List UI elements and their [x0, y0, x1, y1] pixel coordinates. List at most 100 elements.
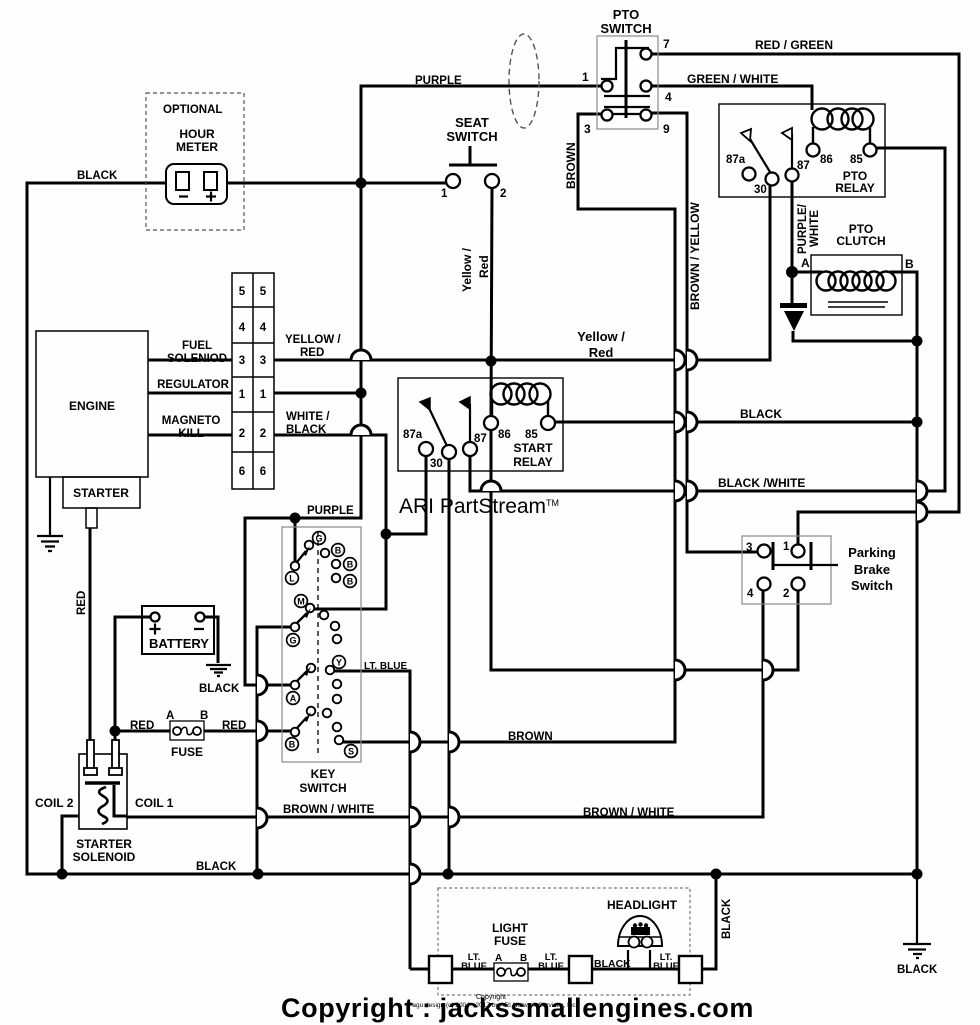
svg-text:2: 2 — [239, 428, 245, 440]
svg-text:86: 86 — [498, 429, 511, 441]
svg-text:FUEL: FUEL — [182, 340, 212, 352]
svg-text:BROWN / YELLOW: BROWN / YELLOW — [688, 202, 702, 310]
svg-text:FUSE: FUSE — [494, 934, 526, 948]
svg-text:4: 4 — [260, 322, 267, 334]
svg-text:SWITCH: SWITCH — [600, 21, 651, 36]
svg-text:BATTERY: BATTERY — [149, 636, 209, 651]
svg-text:BLACK: BLACK — [196, 861, 237, 873]
svg-text:30: 30 — [430, 458, 443, 470]
svg-text:A: A — [495, 953, 502, 964]
svg-text:85: 85 — [850, 154, 863, 166]
svg-text:87: 87 — [797, 160, 810, 172]
svg-text:WHITE /: WHITE / — [286, 411, 330, 423]
svg-text:SEAT: SEAT — [455, 115, 489, 130]
svg-text:A: A — [801, 256, 810, 270]
svg-text:BLACK /WHITE: BLACK /WHITE — [718, 476, 805, 490]
svg-text:KILL: KILL — [178, 428, 204, 440]
svg-text:L: L — [289, 574, 295, 584]
svg-text:G: G — [289, 636, 296, 646]
svg-text:RED: RED — [76, 591, 88, 615]
svg-text:2: 2 — [783, 588, 789, 600]
svg-text:START: START — [513, 441, 553, 455]
svg-text:ENGINE: ENGINE — [69, 399, 115, 413]
svg-text:30: 30 — [754, 184, 767, 196]
svg-text:1: 1 — [260, 389, 267, 401]
svg-text:1: 1 — [441, 188, 448, 200]
svg-text:6: 6 — [239, 466, 245, 478]
svg-text:1: 1 — [582, 70, 589, 84]
svg-text:BROWN / WHITE: BROWN / WHITE — [283, 804, 375, 816]
svg-text:86: 86 — [820, 154, 833, 166]
svg-text:PTO: PTO — [613, 7, 640, 22]
svg-text:METER: METER — [176, 140, 218, 154]
svg-text:GREEN / WHITE: GREEN / WHITE — [687, 72, 778, 86]
svg-text:BLACK: BLACK — [897, 964, 938, 976]
svg-text:BROWN / WHITE: BROWN / WHITE — [583, 807, 675, 819]
svg-text:RED / GREEN: RED / GREEN — [755, 38, 833, 52]
svg-text:LIGHT: LIGHT — [492, 921, 529, 935]
svg-text:B: B — [200, 710, 208, 722]
svg-text:STARTER: STARTER — [73, 486, 129, 500]
svg-text:BLACK: BLACK — [740, 407, 782, 421]
svg-text:BLACK: BLACK — [199, 683, 240, 695]
svg-text:Copyright : jackssmallengines.: Copyright : jackssmallengines.com — [281, 993, 754, 1023]
svg-text:SWITCH: SWITCH — [446, 129, 497, 144]
svg-text:BLUE: BLUE — [538, 961, 564, 972]
svg-text:STARTER: STARTER — [76, 837, 132, 851]
svg-text:SOLENOID: SOLENOID — [73, 850, 136, 864]
svg-text:S: S — [348, 747, 354, 757]
svg-text:3: 3 — [260, 355, 266, 367]
svg-text:3: 3 — [239, 355, 245, 367]
svg-text:G: G — [315, 534, 322, 544]
svg-text:RED: RED — [130, 720, 154, 732]
svg-text:YELLOW /: YELLOW / — [285, 334, 341, 346]
svg-text:4: 4 — [239, 322, 246, 334]
svg-text:6: 6 — [260, 466, 266, 478]
svg-text:SWITCH: SWITCH — [299, 781, 346, 795]
svg-text:MAGNETO: MAGNETO — [162, 415, 221, 427]
svg-text:B: B — [347, 577, 354, 587]
svg-text:LT. BLUE: LT. BLUE — [364, 661, 407, 672]
svg-text:4: 4 — [747, 588, 754, 600]
svg-text:B: B — [335, 546, 342, 556]
svg-text:3: 3 — [584, 122, 591, 136]
svg-text:B: B — [289, 740, 296, 750]
svg-text:9: 9 — [663, 122, 670, 136]
svg-text:Yellow /: Yellow / — [577, 329, 625, 344]
svg-text:CLUTCH: CLUTCH — [836, 234, 885, 248]
svg-text:BLUE: BLUE — [461, 961, 487, 972]
svg-text:1: 1 — [239, 389, 246, 401]
svg-text:PURPLE: PURPLE — [307, 505, 354, 517]
svg-text:M: M — [297, 597, 305, 607]
svg-text:PURPLE/: PURPLE/ — [797, 203, 809, 254]
svg-text:A: A — [290, 694, 297, 704]
svg-text:2: 2 — [260, 428, 266, 440]
svg-text:7: 7 — [663, 37, 670, 51]
svg-text:BLACK: BLACK — [594, 958, 631, 970]
svg-text:BLACK: BLACK — [77, 170, 118, 182]
svg-text:LT.: LT. — [545, 952, 558, 963]
svg-text:Switch: Switch — [851, 578, 893, 593]
svg-text:Red: Red — [589, 345, 614, 360]
svg-text:PURPLE: PURPLE — [415, 75, 462, 87]
svg-text:5: 5 — [260, 286, 267, 298]
svg-text:RELAY: RELAY — [513, 455, 553, 469]
svg-text:BROWN: BROWN — [564, 142, 578, 189]
svg-text:RED: RED — [222, 720, 246, 732]
svg-text:COIL 1: COIL 1 — [135, 796, 174, 810]
svg-text:ARI PartStreamTM: ARI PartStreamTM — [399, 495, 559, 518]
svg-text:87a: 87a — [403, 429, 423, 441]
svg-text:B: B — [520, 953, 527, 964]
svg-text:Y: Y — [336, 658, 342, 668]
svg-text:KEY: KEY — [311, 767, 336, 781]
svg-text:RED: RED — [300, 347, 324, 359]
svg-text:85: 85 — [525, 429, 538, 441]
svg-text:B: B — [347, 560, 354, 570]
svg-text:Yellow /: Yellow / — [460, 247, 474, 292]
svg-text:BLUE: BLUE — [653, 961, 679, 972]
svg-text:87a: 87a — [726, 154, 746, 166]
svg-text:Parking: Parking — [848, 545, 896, 560]
svg-text:Copyright: Copyright — [476, 994, 506, 1001]
svg-text:COIL 2: COIL 2 — [35, 796, 74, 810]
svg-text:5: 5 — [239, 286, 246, 298]
